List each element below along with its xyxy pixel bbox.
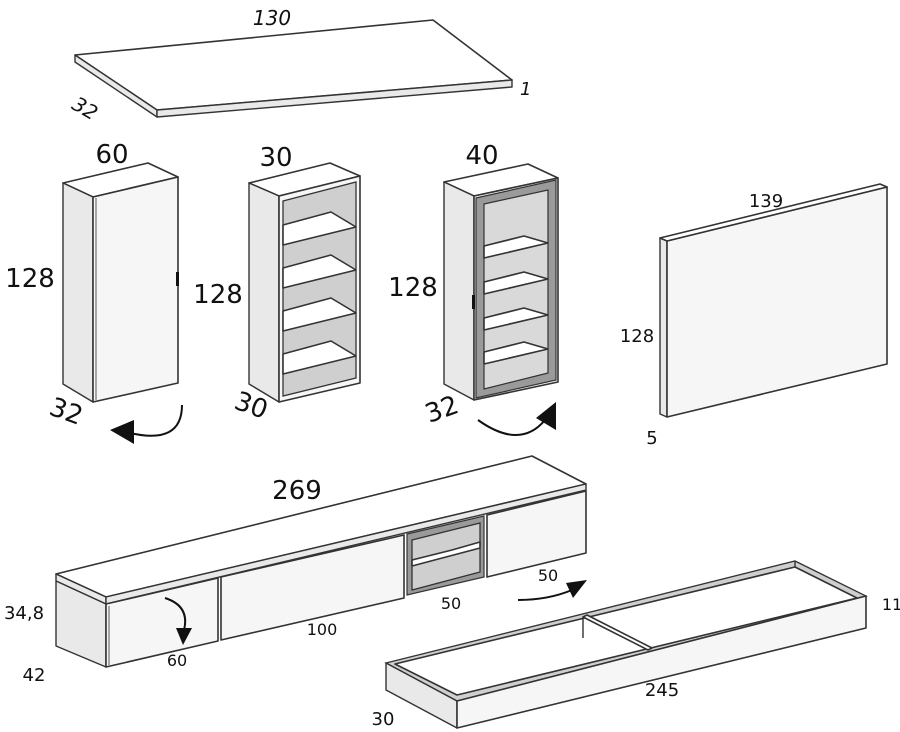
- back-panel-thickness-label: 5: [646, 428, 657, 449]
- back-panel-height-label: 128: [620, 326, 654, 347]
- back-panel: 139 128 5: [620, 183, 888, 449]
- door-open-arrow: [129, 404, 183, 437]
- open-shelf: 30 128 30: [193, 143, 361, 426]
- open-shelf-height-label: 128: [193, 280, 243, 310]
- drawer-tray-height-label: 11: [882, 595, 900, 614]
- open-shelf-width-label: 30: [259, 143, 292, 173]
- door-cabinet-depth-label: 32: [45, 392, 86, 432]
- glass-cabinet-depth-label: 32: [421, 390, 462, 430]
- door-handle: [176, 272, 179, 286]
- tv-unit-right-module-label: 50: [538, 566, 558, 585]
- glass-cabinet: 40 128 32: [388, 141, 559, 436]
- right-door-open-arrowhead: [566, 580, 587, 598]
- flap-open-arrow: [164, 597, 187, 631]
- tv-unit-depth-label: 42: [23, 665, 46, 686]
- door-cabinet: 60 128 32: [5, 140, 183, 444]
- door-cabinet-width-label: 60: [95, 140, 128, 170]
- drawer-tray-length-label: 245: [645, 680, 679, 701]
- back-panel-width-label: 139: [749, 191, 783, 212]
- tv-unit: 269 34,8 42 60 100 50 50: [4, 455, 587, 686]
- top-panel: 130 32 1: [68, 6, 531, 125]
- door-cabinet-height-label: 128: [5, 264, 55, 294]
- right-door-open-arrow: [517, 589, 573, 601]
- glass-cabinet-width-label: 40: [465, 141, 498, 171]
- tv-unit-center-module-label: 100: [307, 620, 338, 639]
- drawer-tray: 245 30 11: [372, 560, 900, 730]
- door-open-arrowhead: [110, 420, 134, 444]
- top-panel-length-label: 130: [253, 6, 291, 30]
- flap-open-arrowhead: [176, 628, 192, 645]
- tv-unit-height-label: 34,8: [4, 603, 44, 624]
- tv-unit-left-module-label: 60: [167, 651, 187, 670]
- tv-unit-open-module-label: 50: [441, 594, 461, 613]
- glass-door-open-arrow: [477, 419, 546, 436]
- tv-unit-length-label: 269: [272, 476, 322, 506]
- top-panel-depth-label: 32: [68, 92, 102, 126]
- glass-cabinet-height-label: 128: [388, 273, 438, 303]
- top-panel-thickness-label: 1: [520, 79, 531, 100]
- glass-door-handle: [472, 295, 475, 309]
- drawer-tray-depth-label: 30: [372, 709, 395, 730]
- glass-door-open-arrowhead: [536, 402, 556, 430]
